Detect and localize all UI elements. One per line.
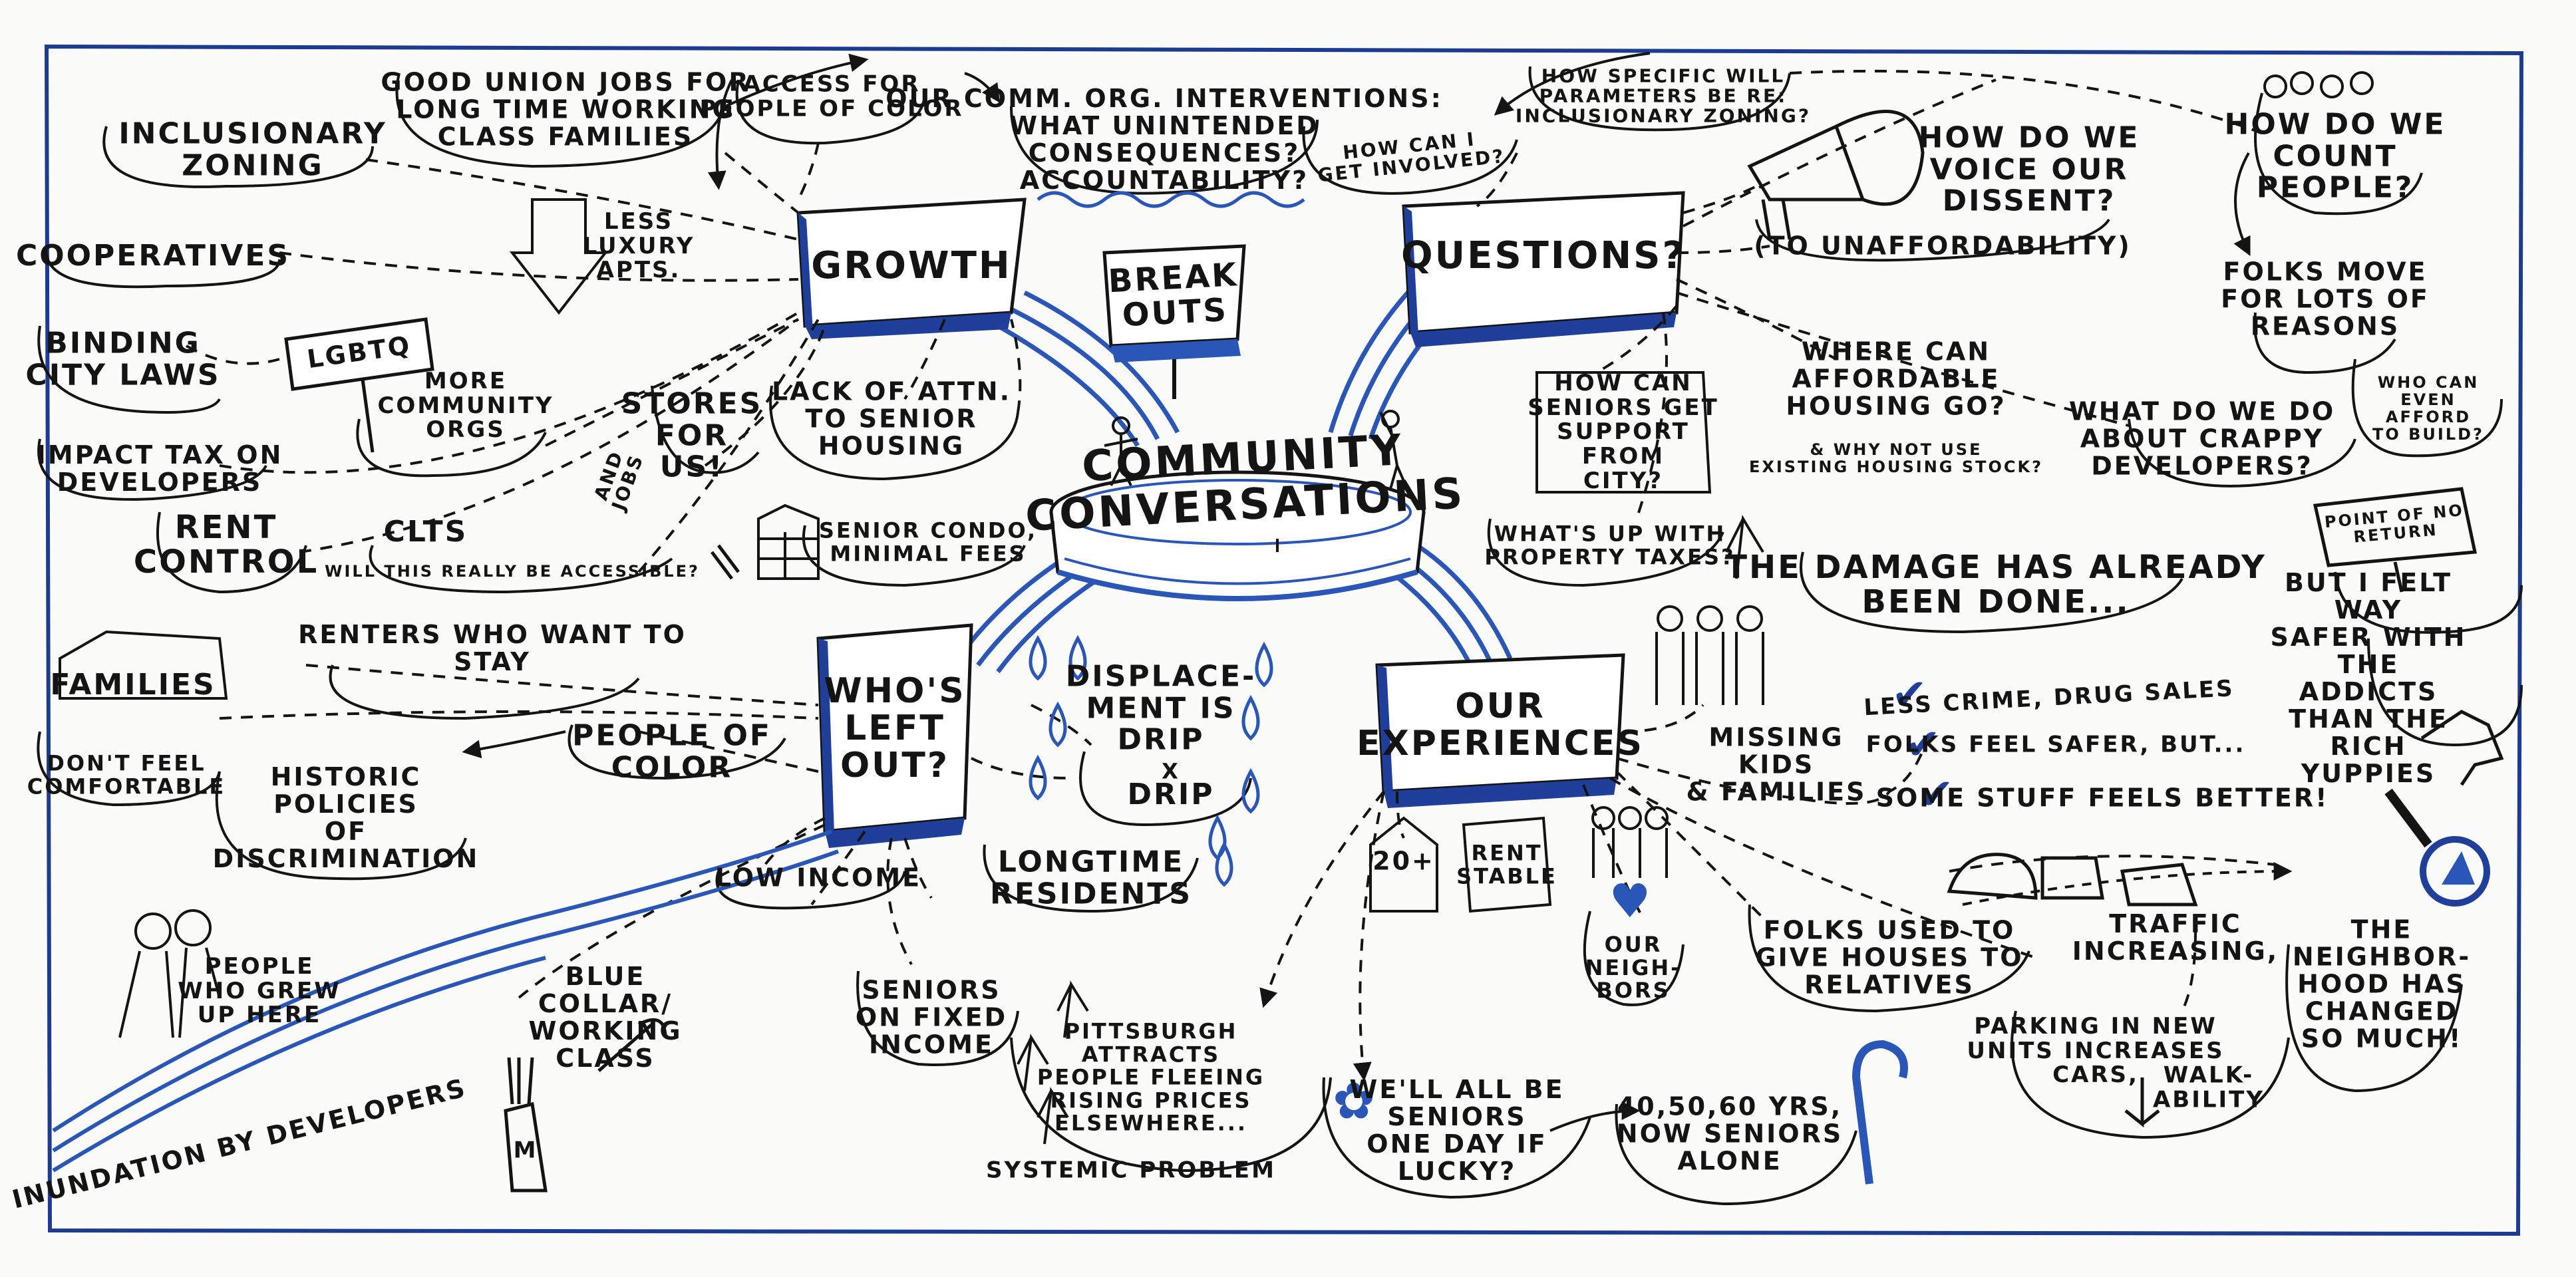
note-parking-new-units: PARKING IN NEW UNITS INCREASES CARS, <box>1967 1012 2225 1089</box>
note-neighborhood-changed: THE NEIGHBOR- HOOD HAS CHANGED SO MUCH! <box>2292 915 2472 1054</box>
checkmark-icon: ✔ <box>1905 720 1941 770</box>
note-houses-to-relatives: FOLKS USED TO GIVE HOUSES TO RELATIVES <box>1755 915 2024 1000</box>
flower-icon: ✿ <box>1333 1071 1375 1131</box>
hub-figures <box>1104 410 1408 490</box>
dashed-connectors <box>186 69 2276 1081</box>
note-stores-for-us: STORES FOR US! <box>621 386 763 484</box>
wavy-underline <box>1037 191 1305 208</box>
checkmark-icon: ✔ <box>1918 770 1954 819</box>
banner-growth <box>796 198 1027 339</box>
note-low-income: LOW INCOME <box>715 863 922 893</box>
note-seniors-alone: 40,50,60 YRS, NOW SENIORS ALONE <box>1616 1091 1844 1176</box>
note-crappy-developers: WHAT DO WE DO ABOUT CRAPPY DEVELOPERS? <box>2068 396 2336 481</box>
breakouts-sign-label: BREAK OUTS <box>1107 256 1239 335</box>
note-more-community-orgs: MORE COMMUNITY ORGS <box>377 367 554 444</box>
note-pittsburgh-attracts: PITTSBURGH ATTRACTS PEOPLE FLEEING RISIN… <box>1037 1018 1265 1136</box>
branch-growth: GROWTH <box>811 243 1012 287</box>
note-property-taxes: WHAT'S UP WITH PROPERTY TAXES? <box>1484 521 1736 569</box>
note-who-can-afford-build: WHO CAN EVEN AFFORD TO BUILD? <box>2372 373 2484 444</box>
branch-whos-left-out: WHO'S LEFT OUT? <box>824 670 966 786</box>
box-rent-stable: RENT STABLE <box>1456 840 1557 889</box>
point-of-no-return-sign <box>2313 487 2478 593</box>
note-union-jobs: GOOD UNION JOBS FOR LONG TIME WORKING CL… <box>381 67 750 152</box>
note-comm-org-interventions: OUR COMM. ORG. INTERVENTIONS: WHAT UNINT… <box>886 83 1443 196</box>
center-hub <box>1049 470 1426 601</box>
note-seniors-fixed-income: SENIORS ON FIXED INCOME <box>855 975 1008 1060</box>
cup-letter: M <box>513 1137 538 1164</box>
note-displacement-drip: DISPLACE- MENT IS DRIP <box>1065 659 1257 757</box>
note-where-affordable-housing: WHERE CAN AFFORDABLE HOUSING GO? <box>1786 337 2007 421</box>
building-icons <box>59 198 1712 913</box>
branch-our-experiences: OUR EXPERIENCES <box>1357 686 1644 764</box>
note-all-be-seniors: WE'LL ALL BE SENIORS ONE DAY IF LUCKY? <box>1349 1074 1565 1187</box>
note-impact-tax: IMPACT TAX ON DEVELOPERS <box>36 440 283 497</box>
people-icons <box>118 71 2374 1038</box>
note-how-count-people: HOW DO WE COUNT PEOPLE? <box>2224 107 2446 205</box>
note-people-of-color: PEOPLE OF COLOR <box>572 718 772 784</box>
note-lack-attention-senior-housing: LACK OF ATTN. TO SENIOR HOUSING <box>771 376 1012 461</box>
note-seniors-support-city: HOW CAN SENIORS GET SUPPORT FROM CITY? <box>1528 370 1719 495</box>
note-stuff-feels-better: SOME STUFF FEELS BETTER! <box>1875 783 2329 813</box>
banner-experiences <box>1375 653 1625 808</box>
solid-arrows <box>462 52 2293 1132</box>
note-drip-second: DRIP <box>1127 778 1215 812</box>
dog-drawing <box>2420 710 2504 786</box>
inundation-wave <box>52 829 839 1173</box>
note-drip-x: X <box>1162 758 1180 784</box>
megaphone-drawing <box>1747 110 1925 240</box>
note-felt-safer-addicts: BUT I FELT WAY SAFER WITH THE ADDICTS TH… <box>2270 567 2467 789</box>
note-folks-move: FOLKS MOVE FOR LOTS OF REASONS <box>2221 257 2430 341</box>
note-to-unaffordability: (TO UNAFFORDABILITY) <box>1754 231 2132 261</box>
rising-arrows <box>1017 514 1764 1145</box>
note-accessible-question: WILL THIS REALLY BE ACCESSIBLE? <box>325 562 700 581</box>
note-renters-stay: RENTERS WHO WANT TO STAY <box>298 619 687 676</box>
drip-drops <box>1029 635 1273 887</box>
note-historic-policies: HISTORIC POLICIES OF DISCRIMINATION <box>212 762 480 874</box>
walkability-arrow <box>2124 1077 2160 1128</box>
note-blue-collar: BLUE COLLAR/ WORKING CLASS <box>528 961 683 1073</box>
note-longtime-residents: LONGTIME RESIDENTS <box>989 845 1193 911</box>
checkmark-icon: ✔ <box>1891 670 1927 720</box>
note-senior-condo: SENIOR CONDO, MINIMAL FEES <box>818 517 1038 566</box>
note-walkability: WALK- ABILITY <box>2152 1062 2265 1113</box>
note-our-neighbors: OUR NEIGH- BORS <box>1585 932 1682 1004</box>
note-binding-city-laws: BINDING CITY LAWS <box>25 326 221 392</box>
note-people-grew-up-here: PEOPLE WHO GREW UP HERE <box>178 952 341 1029</box>
note-dont-feel-comfortable: DON'T FEEL COMFORTABLE <box>27 750 226 799</box>
note-inclusionary-zoning: INCLUSIONARY ZONING <box>118 116 387 182</box>
note-families: FAMILIES <box>50 668 216 702</box>
note-clts: CLTS <box>383 515 468 549</box>
note-folks-feel-safer: FOLKS FEEL SAFER, BUT... <box>1865 731 2246 758</box>
note-bubbles <box>37 66 2523 1206</box>
note-rent-control: RENT CONTROL <box>133 509 319 581</box>
car-icons <box>1947 853 2198 907</box>
box-20-plus: 20+ <box>1372 846 1435 876</box>
note-existing-housing-stock: & WHY NOT USE EXISTING HOUSING STOCK? <box>1748 440 2044 476</box>
note-traffic-increasing: TRAFFIC INCREASING, <box>2072 909 2279 966</box>
note-voice-dissent: HOW DO WE VOICE OUR DISSENT? <box>1918 120 2140 218</box>
note-cooperatives: COOPERATIVES <box>15 239 291 273</box>
banner-questions <box>1402 191 1685 347</box>
note-damage-done: THE DAMAGE HAS ALREADY BEEN DONE... <box>1725 549 2267 621</box>
cane-and-magnifier <box>1852 788 2490 1185</box>
branch-questions: QUESTIONS? <box>1401 233 1686 277</box>
lgbtq-sign <box>284 317 434 453</box>
note-access-people-of-color: ACCESS FOR PEOPLE OF COLOR <box>699 71 964 122</box>
frame-border <box>44 44 2524 1236</box>
note-missing-kids-families: MISSING KIDS & FAMILIES <box>1686 722 1867 807</box>
note-parameters-inclusionary: HOW SPECIFIC WILL PARAMETERS BE RE: INCL… <box>1515 65 1812 128</box>
note-systemic-problem: SYSTEMIC PROBLEM <box>986 1157 1276 1184</box>
heart-icon: ♥ <box>1609 874 1651 928</box>
note-less-luxury: LESS LUXURY APTS. <box>582 208 695 284</box>
breakouts-sign <box>1102 244 1246 399</box>
worker-tools <box>504 544 740 1193</box>
